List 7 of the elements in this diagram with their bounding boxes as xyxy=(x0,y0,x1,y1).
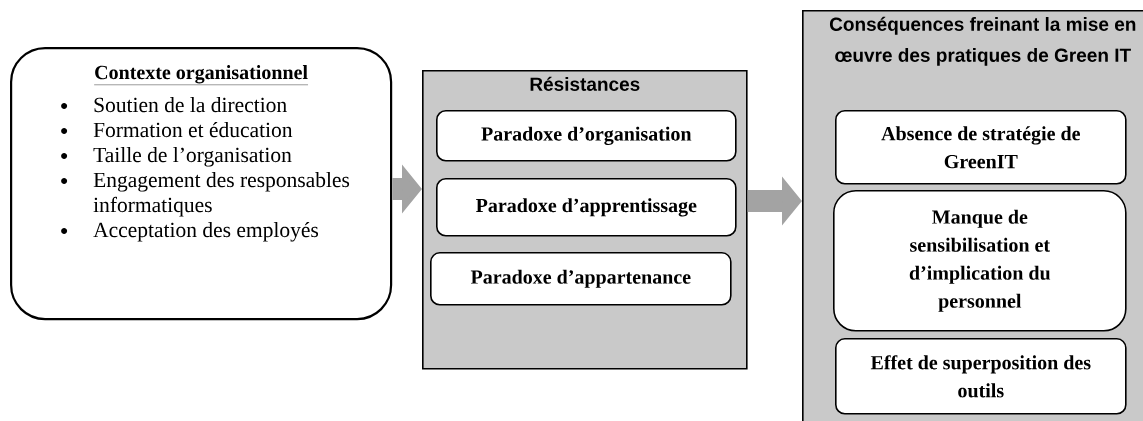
rounded-box: Contexte organisationnel Soutien de la direction Formation et éducation Taille de l’organisation Engagement des responsables informatiques Acceptation des employés xyxy=(10,47,393,321)
rounded-box: Effet de superposition des outils xyxy=(835,338,1127,415)
rounded-box: Absence de stratégie de GreenIT xyxy=(835,110,1127,185)
rounded-box: Paradoxe d’organisation xyxy=(436,110,737,162)
rounded-box: Manque de sensibilisation et d’implication du personnel xyxy=(833,190,1127,332)
rounded-box: Paradoxe d’appartenance xyxy=(430,252,732,306)
rounded-box: Paradoxe d’apprentissage xyxy=(436,178,737,237)
